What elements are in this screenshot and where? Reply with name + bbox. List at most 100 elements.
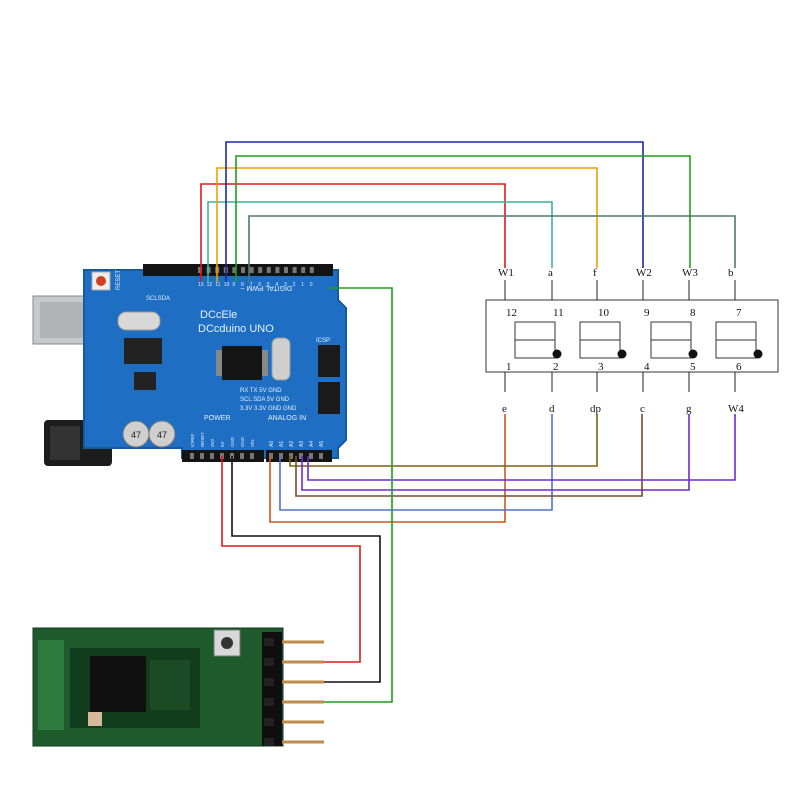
- analog-pin-A4: [309, 453, 313, 459]
- model-label: DCcduino UNO: [198, 323, 274, 335]
- digital-pin-label: 11: [215, 282, 220, 288]
- display-bottom-pin-number: 6: [736, 361, 742, 373]
- wire-6: [248, 215, 736, 282]
- display-bottom-pin-label: e: [502, 403, 507, 415]
- bt-pin-socket: [264, 698, 274, 706]
- bt-pin: [282, 660, 324, 664]
- decimal-point: [688, 349, 698, 359]
- io-label-1: RX TX 5V GND: [240, 388, 282, 394]
- bt-pin-socket: [264, 658, 274, 666]
- analog-pin-label: A0: [269, 441, 275, 447]
- display-top-pin-number: 7: [736, 307, 742, 319]
- svg-text:47: 47: [157, 430, 167, 440]
- power-pin-label: VIN: [250, 439, 255, 447]
- digital-pin-2: [292, 267, 297, 273]
- power-pin: [250, 453, 254, 459]
- wire-9: [289, 414, 598, 467]
- display-top-pin-number: 12: [506, 307, 517, 319]
- bt-pin: [282, 700, 324, 704]
- wire-2: [207, 201, 553, 282]
- digital-pin-label: 1: [301, 282, 304, 288]
- bt-pin: [282, 740, 324, 744]
- wire-11: [301, 414, 690, 491]
- display-bottom-pin-label: dp: [590, 403, 602, 415]
- bt-pin-socket: [264, 718, 274, 726]
- display-top-pin-number: 11: [553, 307, 564, 319]
- digital-pin-13: [198, 267, 202, 273]
- bt-pin-socket: [264, 738, 274, 746]
- digital-header-label: DIGITAL PWM ~: [240, 284, 292, 291]
- power-pin-label: GND: [230, 436, 235, 447]
- digital-pin-label: 9: [232, 282, 235, 288]
- io-label-2: SCL SDA 5V GND: [240, 397, 290, 403]
- display-bottom-pin-label: g: [686, 403, 692, 415]
- digital-pin-label: 5: [267, 282, 270, 288]
- analog-header-label: ANALOG IN: [268, 415, 306, 422]
- display-bottom-pin-label: d: [549, 403, 555, 415]
- digital-pin-label: 2: [293, 282, 296, 288]
- power-pin-label: 5V: [220, 441, 225, 447]
- decimal-point: [552, 349, 562, 359]
- display-top-pin-number: 9: [644, 307, 650, 319]
- wire-1: [200, 183, 506, 282]
- digital-pin-label: 3: [284, 282, 287, 288]
- display-bottom-pin-label: W4: [728, 403, 744, 415]
- bt-pin: [282, 640, 324, 644]
- digital-pin-8: [241, 267, 245, 273]
- power-pin: [190, 453, 194, 459]
- power-header-label: POWER: [204, 415, 230, 422]
- display-bottom-pin-number: 1: [506, 361, 512, 373]
- wire-14: [231, 456, 381, 683]
- io-label-3: 3.3V 3.3V GND GND: [240, 406, 297, 412]
- digital-pin-label: 6: [258, 282, 261, 288]
- display-bottom-pin-label: c: [640, 403, 645, 415]
- reset-label: RESET: [116, 270, 122, 290]
- display-top-pin-number: 8: [690, 307, 696, 319]
- regulator-chip: [134, 372, 156, 390]
- analog-pin-label: A1: [279, 441, 285, 447]
- power-pin-label: GND: [240, 436, 245, 447]
- sclsda-label: SCLSDA: [146, 296, 170, 302]
- display-top-pin-label: a: [548, 267, 553, 279]
- analog-pin-A5: [319, 453, 323, 459]
- power-pin: [210, 453, 214, 459]
- power-pin-label: 3V3: [210, 438, 215, 447]
- bluetooth-module: [32, 627, 324, 747]
- power-pin-label: RESET: [200, 432, 205, 447]
- display-top-pin-label: W3: [682, 267, 698, 279]
- wire-15: [324, 287, 393, 703]
- wire-3: [216, 167, 598, 282]
- digital-pin-label: 7: [250, 282, 253, 288]
- digital-pin-6: [258, 267, 263, 273]
- digital-pin-5: [266, 267, 271, 273]
- analog-pin-label: A3: [299, 441, 305, 447]
- wire-7: [269, 414, 506, 523]
- digital-pin-7: [249, 267, 254, 273]
- capacitor-2: 47: [148, 420, 176, 448]
- usb-chip: [124, 338, 162, 364]
- icsp-label: ICSP: [316, 338, 330, 344]
- digital-pin-1: [301, 267, 306, 273]
- crystal-2: [271, 337, 291, 381]
- bt-pin: [282, 720, 324, 724]
- wire-4: [225, 141, 644, 282]
- atmega-chip: [222, 346, 262, 380]
- digital-pin-label: 12: [207, 282, 213, 288]
- power-pin-label: IOREF: [190, 433, 195, 447]
- digital-pin-4: [275, 267, 280, 273]
- digital-pin-3: [284, 267, 288, 273]
- analog-pin-label: A2: [289, 441, 295, 447]
- display-top-pin-label: W1: [498, 267, 514, 279]
- bt-chip: [90, 656, 146, 712]
- digital-pin-label: 8: [241, 282, 244, 288]
- digital-pin-label: 0: [310, 282, 313, 288]
- digital-pin-0: [309, 267, 314, 273]
- analog-pin-A2: [289, 453, 293, 459]
- icsp-header: [318, 345, 340, 414]
- wire-5: [235, 155, 691, 282]
- digital-pin-9: [232, 267, 237, 273]
- digital-pin-label: 13: [198, 282, 204, 288]
- brand-label: DCcEle: [200, 309, 237, 321]
- wire-8: [279, 414, 553, 511]
